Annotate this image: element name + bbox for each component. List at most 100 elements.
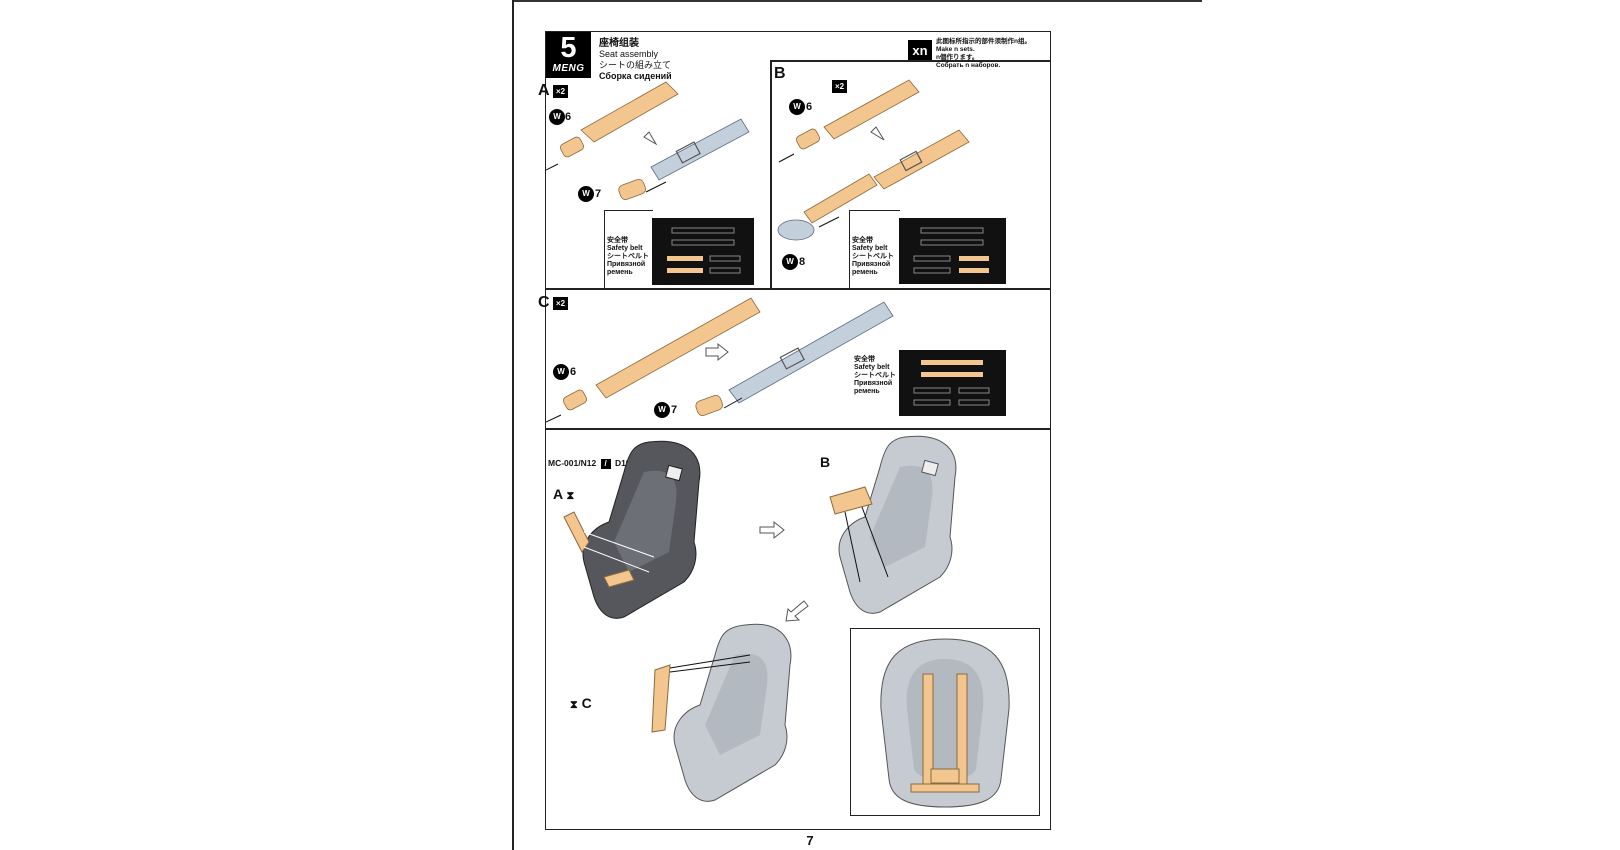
fret-label-en: Safety belt — [607, 245, 643, 252]
panel-c-w-num-2: 7 — [671, 404, 678, 416]
fret-c-part-2 — [921, 372, 983, 377]
panel-c-buckle-1 — [563, 389, 587, 411]
divider-row1 — [546, 288, 1050, 290]
panel-b-belt-tan-1 — [823, 79, 920, 140]
seat-dark-belt-a2 — [603, 569, 635, 588]
panel-c-w-badge-2: W — [654, 402, 670, 418]
seat-light-b-cushion — [870, 465, 933, 567]
seat-dark-cushion — [614, 470, 677, 572]
title-en: Seat assembly — [599, 49, 659, 59]
seat-light-c-diagram — [651, 623, 792, 802]
fret-a-slot-3 — [709, 255, 741, 262]
seat-light-c-belt-part — [651, 664, 671, 733]
panel-a-w-num-1: 6 — [565, 111, 572, 123]
fret-b-label-cn: 安全带 — [852, 237, 873, 244]
fret-c-slot-2 — [913, 399, 951, 406]
panel-a-fret — [652, 218, 754, 285]
finished-seat-lap-belt — [910, 783, 980, 793]
seat-part-code: MC-001/N12 — [548, 458, 597, 468]
step-number: 5 — [560, 32, 577, 64]
finished-seat-diagram — [880, 638, 1010, 808]
seat-light-c-guide-1 — [669, 654, 751, 669]
sets-badge: xn — [908, 40, 932, 62]
seat-light-b-belt-slot — [921, 459, 939, 477]
seat-part-alt: D19 — [614, 458, 631, 468]
fret-label-cn: 安全带 — [607, 237, 628, 244]
tag-c-icon: ⧗ — [570, 699, 578, 711]
scan-edge-left — [512, 0, 514, 850]
fret-a-slot-2 — [671, 239, 735, 246]
panel-b-fret-frame — [849, 210, 900, 289]
tag-a-letter: A — [553, 486, 563, 502]
panel-b-slider — [899, 150, 923, 172]
seat-dark-guide-1 — [583, 531, 655, 558]
seat-light-b-belt-part — [829, 486, 873, 515]
seat-dark-belt-slot — [665, 464, 683, 482]
fret-label-jp: シートベルト — [607, 253, 649, 260]
tag-a-icon: ⧗ — [566, 490, 575, 502]
panel-a-w-badge-1: W — [549, 109, 565, 125]
seat-light-c-cushion — [705, 653, 768, 755]
fret-c-slot-4 — [958, 399, 990, 406]
panel-a-belt-grey — [650, 118, 750, 181]
panel-a-arrow-1 — [546, 163, 559, 171]
fret-label-ru-1: Привязной — [607, 261, 646, 268]
step-badge: 5 MENG — [546, 32, 591, 78]
panel-a-step-arrow — [643, 131, 658, 146]
seat-step-arrow-2 — [785, 600, 809, 622]
seat-light-b-diagram — [829, 435, 957, 614]
panel-c-w-num-1: 6 — [570, 366, 577, 378]
fret-b-slot-1 — [920, 227, 984, 234]
finished-seat-buckle — [930, 768, 960, 784]
panel-a-fret-label: 安全带 Safety belt シートベルト Привязной ремень — [607, 237, 649, 277]
seat-dark-diagram — [563, 440, 701, 619]
fret-b-label-en: Safety belt — [852, 245, 888, 252]
fret-c-label-ru-1: Привязной — [854, 380, 893, 387]
panel-a-w-badge-2: W — [578, 186, 594, 202]
panel-b-fret-label: 安全带 Safety belt シートベルト Привязной ремень — [852, 237, 894, 277]
panel-c-slider — [779, 347, 805, 370]
panel-b-buckle-plate — [777, 219, 815, 241]
tag-b: B — [820, 454, 831, 470]
instruction-sheet: 5 MENG 座椅组装 Seat assembly シートの組み立て Сборк… — [538, 31, 1051, 830]
fret-c-label-en: Safety belt — [854, 364, 890, 371]
scan-edge-top — [512, 0, 1202, 2]
fret-c-slot-1 — [913, 387, 951, 394]
fret-c-part-1 — [921, 360, 983, 365]
panel-b-multiplier: ×2 — [832, 80, 847, 93]
seat-step-arrow-1 — [759, 520, 785, 540]
finished-seat-inset — [850, 628, 1040, 816]
fret-b-slot-4 — [913, 267, 951, 274]
seat-light-c-guide-2 — [669, 661, 751, 673]
panel-c-arrow-2 — [723, 397, 743, 409]
title-ru: Сборка сидений — [599, 71, 672, 81]
panel-c-multiplier: ×2 — [553, 297, 568, 310]
divider-ab — [770, 60, 772, 288]
step-title: 座椅组装 Seat assembly シートの組み立て Сборка сиден… — [599, 38, 672, 82]
finished-seat-strap-left — [922, 673, 934, 785]
title-jp: シートの組み立て — [599, 60, 672, 70]
fret-b-label-ru-1: Привязной — [852, 261, 891, 268]
seat-light-b-guide-2 — [861, 506, 889, 578]
divider-row2 — [546, 428, 1050, 430]
panel-a-label: A — [538, 82, 550, 99]
panel-c-buckle-2 — [695, 394, 723, 416]
fret-a-slot-4 — [709, 267, 741, 274]
panel-b-w-num-1: 6 — [806, 101, 813, 113]
tag-c: ⧗ C — [570, 695, 592, 712]
panel-b-diagram — [777, 79, 970, 241]
fret-b-slot-3 — [913, 255, 951, 262]
finished-seat-cushion — [906, 659, 984, 781]
panel-b-arrow-2 — [818, 216, 840, 228]
page-number: 7 — [806, 833, 814, 848]
panel-c-label: C — [538, 294, 550, 311]
tag-c-letter: C — [581, 695, 592, 711]
panel-b-step-arrow — [870, 126, 885, 141]
sets-note-en: Make n sets. — [936, 46, 975, 53]
panel-a-diagram — [546, 81, 750, 200]
fret-b-label-jp: シートベルト — [852, 253, 894, 260]
panel-c-arrow-1 — [546, 414, 562, 423]
panel-c-belt-tan — [595, 297, 761, 399]
sets-note-jp: n個作ります。 — [936, 54, 979, 61]
panel-a-multiplier: ×2 — [553, 85, 568, 98]
